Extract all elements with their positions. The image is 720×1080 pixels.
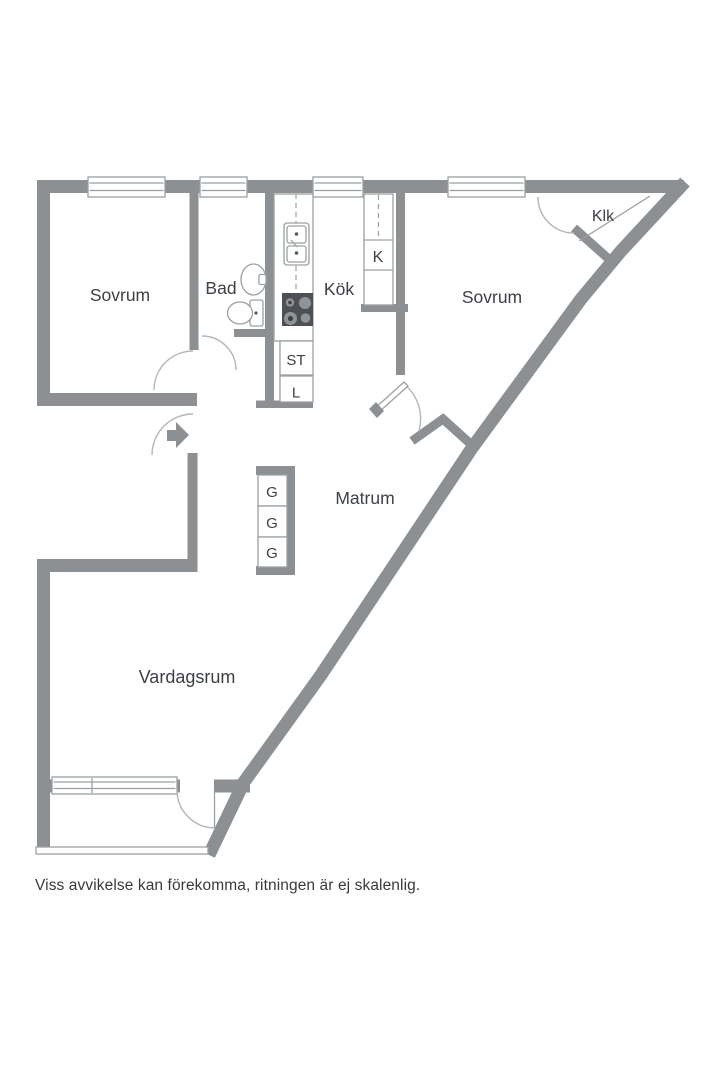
window [447,176,526,198]
balcony-railing [35,846,209,855]
storage-label-wardrobe: G [266,484,278,501]
kitchen-counter [273,193,314,403]
wardrobe-cabinet [256,466,295,575]
closet-rail [578,195,651,242]
bath-sink-icon [240,263,267,296]
klk-divider-wall [571,224,614,265]
storage-label-linen: L [292,385,300,402]
storage-label-wardrobe: G [266,545,278,562]
entry-arrow-icon [167,422,189,448]
room-label-sovrum-left: Sovrum [90,285,150,305]
room-label-matrum: Matrum [335,488,394,508]
door-arc [176,789,215,829]
toilet-icon [226,299,264,327]
doors [151,196,575,829]
step-wall [409,413,478,451]
kitchen-sink-icon [283,222,310,266]
door-post [369,402,384,418]
storage-label-utility: ST [286,352,305,369]
door-arc [151,413,194,456]
room-label-bad: Bad [205,278,236,298]
windows [51,176,526,795]
room-label-klk: Klk [592,208,615,225]
door-arc [537,196,575,234]
storage-label-wardrobe: G [266,515,278,532]
utility-closet [279,340,314,376]
storage-label-fridge: K [373,249,384,266]
window [51,776,178,795]
room-label-kok: Kök [324,279,354,299]
linen-closet [279,375,314,403]
room-label-vardagsrum: Vardagsrum [139,667,236,687]
disclaimer-text: Viss avvikelse kan förekomma, ritningen … [35,877,421,894]
room-label-sovrum-right: Sovrum [462,287,522,307]
door-arc [153,350,194,391]
door-arc [403,383,422,432]
door-arc [201,335,237,371]
window [312,176,364,198]
window [199,176,248,198]
window [87,176,166,198]
stove-icon [282,293,313,326]
fridge-cabinet [363,193,394,306]
walls [37,177,690,858]
